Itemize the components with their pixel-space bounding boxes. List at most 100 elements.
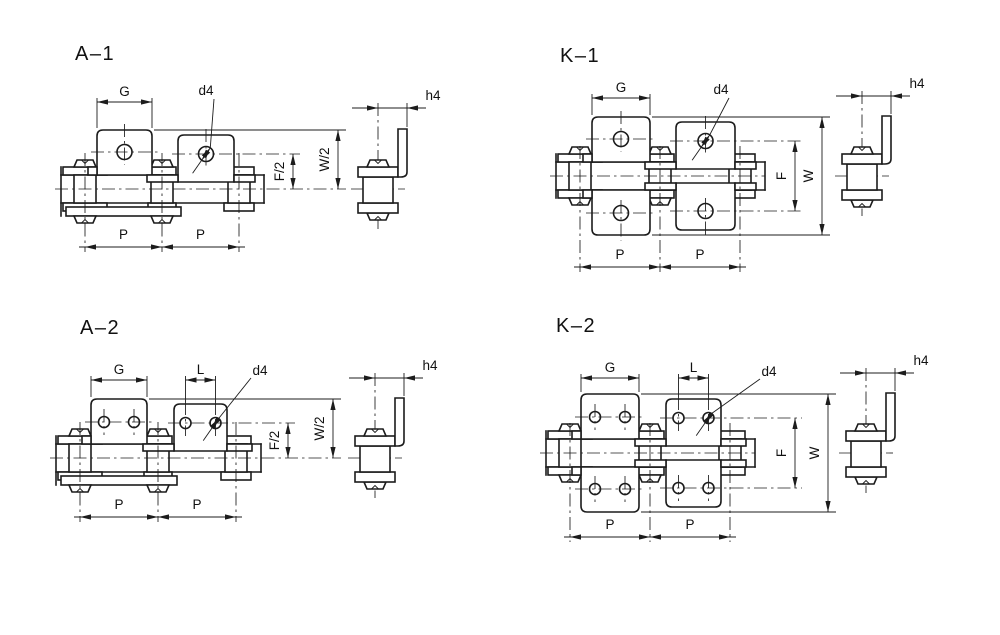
arrowhead — [719, 534, 730, 540]
arrowhead — [212, 417, 221, 428]
dim-label-g: G — [616, 80, 627, 95]
arrowhead — [185, 377, 197, 383]
plate-foot — [644, 161, 677, 170]
arrowhead — [97, 99, 108, 105]
attachment-plate-left — [580, 393, 640, 440]
arrowhead — [639, 95, 650, 101]
arrowhead — [141, 99, 152, 105]
dim-label-p: P — [615, 247, 624, 262]
arrowhead — [407, 105, 418, 111]
dim-label-g: G — [114, 362, 125, 377]
plate-foot — [734, 182, 757, 191]
arrowhead — [891, 93, 902, 99]
roller-side — [850, 440, 882, 468]
plate-foot — [142, 443, 175, 452]
arrowhead — [729, 264, 740, 270]
arrowhead — [825, 394, 831, 405]
outer-link-plate-bar — [60, 475, 178, 486]
dim-label-w: W/2 — [312, 416, 327, 440]
arrowhead — [650, 534, 661, 540]
pin-notch — [374, 159, 382, 165]
arrowhead — [697, 375, 709, 381]
bushing-cap — [845, 466, 887, 478]
d4-leader-line — [218, 377, 252, 419]
dim-label-d4: d4 — [761, 364, 777, 379]
d4-leader-line — [711, 378, 761, 414]
arrowhead — [792, 477, 798, 488]
arrowhead — [895, 370, 906, 376]
roller-side — [846, 163, 878, 191]
pin-notch — [371, 428, 379, 434]
dim-label-f: F — [774, 449, 789, 457]
dim-label-p: P — [119, 227, 128, 242]
arrowhead — [570, 534, 581, 540]
plate-foot — [571, 466, 582, 476]
plate-foot — [720, 459, 747, 468]
bent-attachment-plate — [881, 115, 892, 165]
centerlines — [540, 397, 802, 542]
diagram-title: K–2 — [556, 315, 596, 337]
d4-leader-line — [709, 97, 730, 136]
arrowhead — [404, 375, 415, 381]
arrowhead — [330, 399, 336, 410]
pin-notch — [858, 202, 866, 208]
outer-link-plate-bar — [65, 206, 182, 217]
arrowhead — [151, 244, 162, 250]
bushing-cap — [841, 153, 883, 165]
dim-label-w: W — [801, 169, 816, 182]
arrowhead — [162, 244, 173, 250]
attachment-plate-right — [665, 398, 722, 447]
dim-label-g: G — [119, 84, 130, 99]
centerlines — [55, 124, 346, 252]
arrowhead — [80, 514, 91, 520]
arrowhead — [855, 370, 866, 376]
plate-foot — [87, 166, 98, 176]
bent-attachment-plate — [394, 397, 405, 447]
arrowhead — [136, 377, 147, 383]
bushing-cap — [354, 471, 396, 483]
plate-foot — [582, 189, 593, 199]
centerlines — [50, 402, 341, 522]
dim-label-l: L — [197, 362, 205, 377]
dim-label-h4: h4 — [909, 76, 925, 91]
pin-notch — [374, 215, 382, 221]
attachment-plate-right-lower — [665, 459, 722, 508]
arrowhead — [792, 141, 798, 152]
arrowhead — [628, 375, 639, 381]
plate-foot — [146, 174, 179, 183]
arrowhead — [158, 514, 169, 520]
dim-label-w: W/2 — [317, 147, 332, 171]
dim-label-f: F/2 — [272, 162, 287, 182]
dim-label-h4: h4 — [422, 358, 438, 373]
arrowhead — [678, 375, 690, 381]
arrowhead — [91, 377, 102, 383]
bushing-cap — [357, 202, 399, 214]
pin-notch — [862, 423, 870, 429]
dim-label-d4: d4 — [252, 363, 268, 378]
arrowhead — [649, 264, 660, 270]
arrowhead — [290, 178, 296, 189]
side-view: h4 — [348, 358, 438, 498]
arrowhead — [792, 418, 798, 429]
side-view: h4 — [839, 353, 929, 493]
plate-foot — [634, 459, 667, 468]
centerlines — [550, 111, 802, 272]
arrowhead — [581, 375, 592, 381]
arrowhead — [225, 514, 236, 520]
dim-label-w: W — [807, 446, 822, 459]
arrowhead — [335, 178, 341, 189]
dim-label-p: P — [685, 517, 694, 532]
arrowhead — [639, 534, 650, 540]
dim-label-p: P — [605, 517, 614, 532]
arrowhead — [792, 200, 798, 211]
plate-foot — [226, 443, 253, 452]
arrowhead — [851, 93, 862, 99]
dim-label-f: F/2 — [267, 431, 282, 451]
pin-notch — [858, 146, 866, 152]
